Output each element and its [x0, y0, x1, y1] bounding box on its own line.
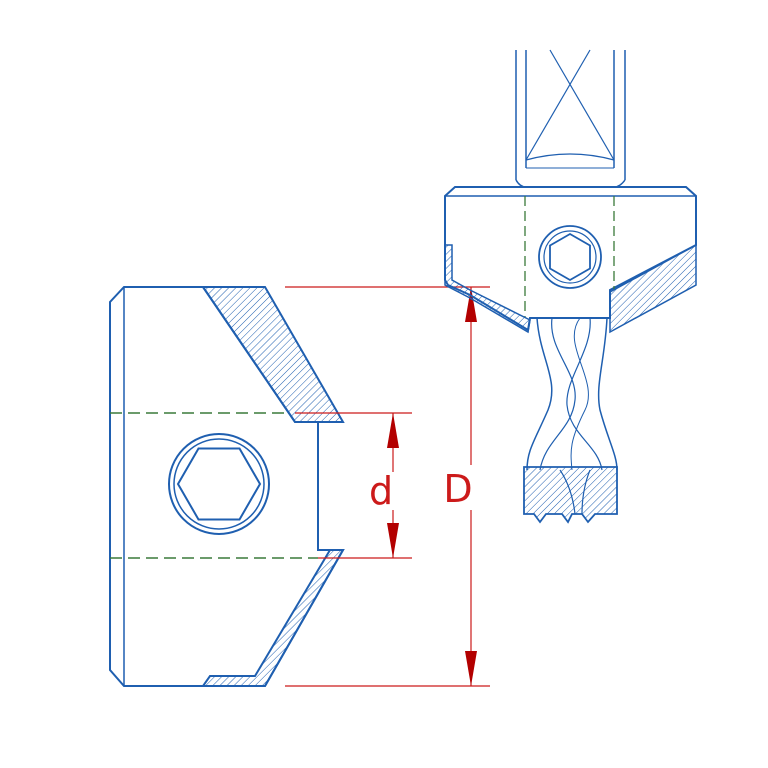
drill-shank — [515, 49, 626, 188]
dimension-large-diameter: D — [443, 287, 477, 686]
lower-blade-hatch — [201, 549, 345, 687]
drill-tip — [523, 466, 618, 524]
small-diameter-label: d — [369, 469, 393, 513]
drill-flutes — [526, 317, 618, 471]
dimension-annotations: d D — [285, 286, 490, 687]
hexagon-socket-icon — [168, 433, 270, 535]
arrow-up-icon — [465, 287, 477, 322]
arrow-down-icon — [387, 523, 399, 558]
hexagon-socket-icon — [538, 225, 602, 289]
arrow-up-icon — [387, 413, 399, 448]
large-diameter-label: D — [443, 467, 472, 511]
drill-collar — [444, 186, 697, 334]
upper-blade-hatch — [201, 286, 345, 423]
collar-left-blade-hatch — [444, 244, 531, 334]
drill-assembly-view — [444, 49, 697, 524]
arrow-down-icon — [465, 651, 477, 686]
drill-tip-hatch — [523, 466, 618, 524]
collar-right-blade-hatch — [609, 243, 697, 334]
collar-section-view — [109, 286, 345, 687]
dimension-small-diameter: d — [369, 413, 399, 558]
collar-outline — [109, 286, 345, 687]
